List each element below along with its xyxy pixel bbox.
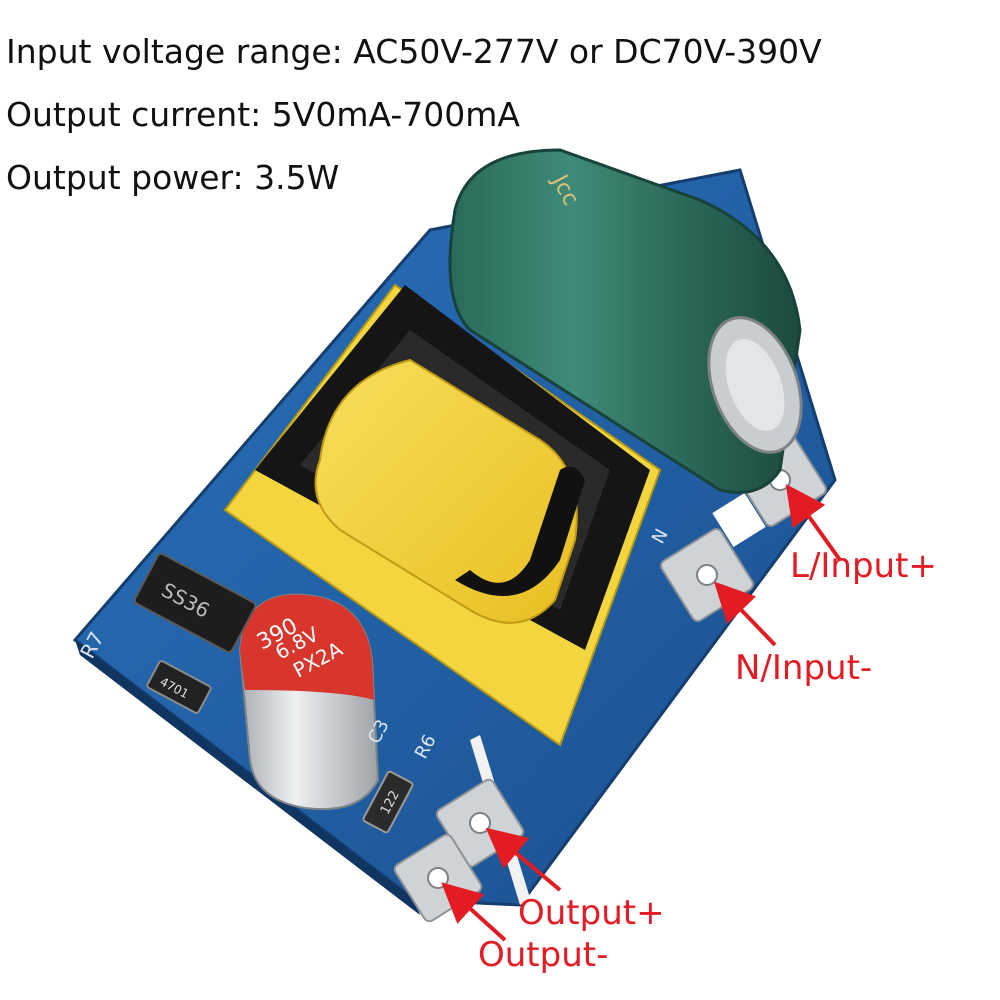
large-capacitor: Jcc — [448, 148, 803, 494]
callout-output-plus: Output+ — [518, 893, 665, 933]
spec-input-voltage: Input voltage range: AC50V-277V or DC70V… — [6, 32, 822, 71]
inductor-chip: 122 — [362, 770, 414, 834]
diode-chip: SS36 — [133, 552, 257, 654]
spec-output-power: Output power: 3.5W — [6, 158, 340, 197]
callout-l-input: L/Input+ — [790, 546, 937, 586]
callout-arrows — [441, 483, 842, 942]
callout-output-minus: Output- — [478, 935, 609, 975]
spec-output-current: Output current: 5V0mA-700mA — [6, 95, 520, 134]
transformer — [223, 283, 662, 747]
callout-n-input: N/Input- — [735, 648, 873, 688]
small-capacitor: 390 6.8V PX2A — [238, 593, 380, 811]
